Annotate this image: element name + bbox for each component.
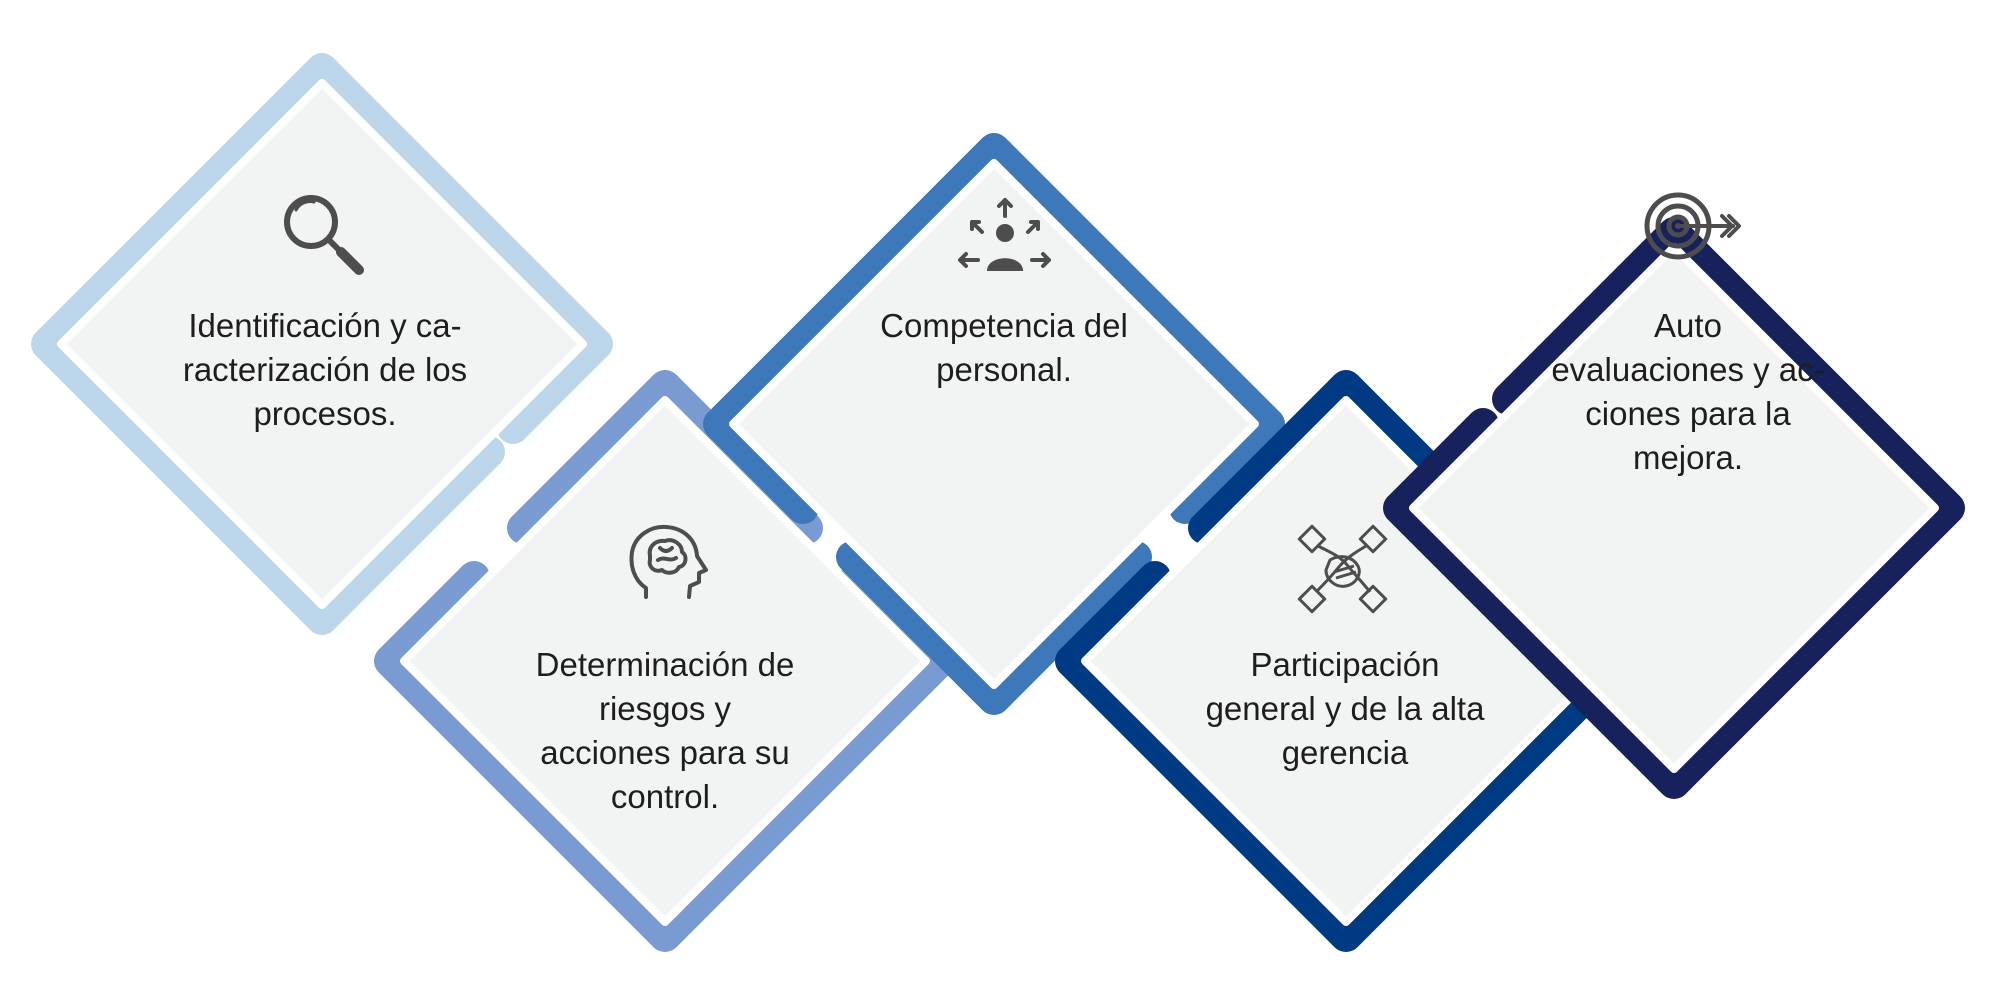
label-line: evaluaciones y ac- [1551, 351, 1825, 388]
label-line: Auto [1654, 307, 1722, 344]
card-autoevaluaciones [1383, 192, 1965, 799]
card-label-determinacion: Determinación de riesgos y acciones para… [505, 643, 825, 819]
label-line: procesos. [253, 395, 397, 432]
teamwork-hands-icon [1297, 524, 1388, 614]
label-line: Participación [1250, 646, 1440, 683]
label-line: Identificación y ca- [188, 307, 462, 344]
label-line: mejora. [1632, 439, 1744, 476]
tile-identificacion [57, 79, 587, 609]
label-line: racterización de los [182, 351, 468, 388]
card-label-autoevaluaciones: Auto evaluaciones y ac- ciones para la m… [1528, 304, 1848, 480]
card-competencia [703, 133, 1285, 715]
label-line: personal. [936, 351, 1072, 388]
label-line: ciones para la [1585, 395, 1791, 432]
card-label-competencia: Competencia del personal. [844, 304, 1164, 392]
card-label-participacion: Participación general y de la alta geren… [1185, 643, 1505, 775]
tile-competencia [729, 159, 1259, 689]
label-line: gerencia [1281, 734, 1409, 771]
magnifier-icon [284, 195, 364, 275]
label-line: acciones para su [540, 734, 790, 771]
tile-autoevaluaciones [1409, 243, 1939, 773]
frame-autoevaluaciones [1383, 217, 1965, 799]
person-arrows-icon [958, 198, 1051, 271]
tile-determinacion [400, 396, 930, 926]
brain-head-icon [629, 524, 708, 599]
label-line: riesgos y [598, 690, 732, 727]
frame-identificacion [31, 53, 613, 635]
target-icon [1644, 192, 1741, 260]
card-label-identificacion: Identificación y ca- racterización de lo… [165, 304, 485, 436]
label-line: Competencia del [880, 307, 1128, 344]
label-line: Determinación de [535, 646, 795, 683]
frame-competencia [703, 133, 1285, 524]
label-line: general y de la alta [1205, 690, 1485, 727]
card-identificacion [31, 53, 613, 635]
label-line: control. [610, 778, 720, 815]
frame-competencia-bottom [836, 541, 1152, 715]
